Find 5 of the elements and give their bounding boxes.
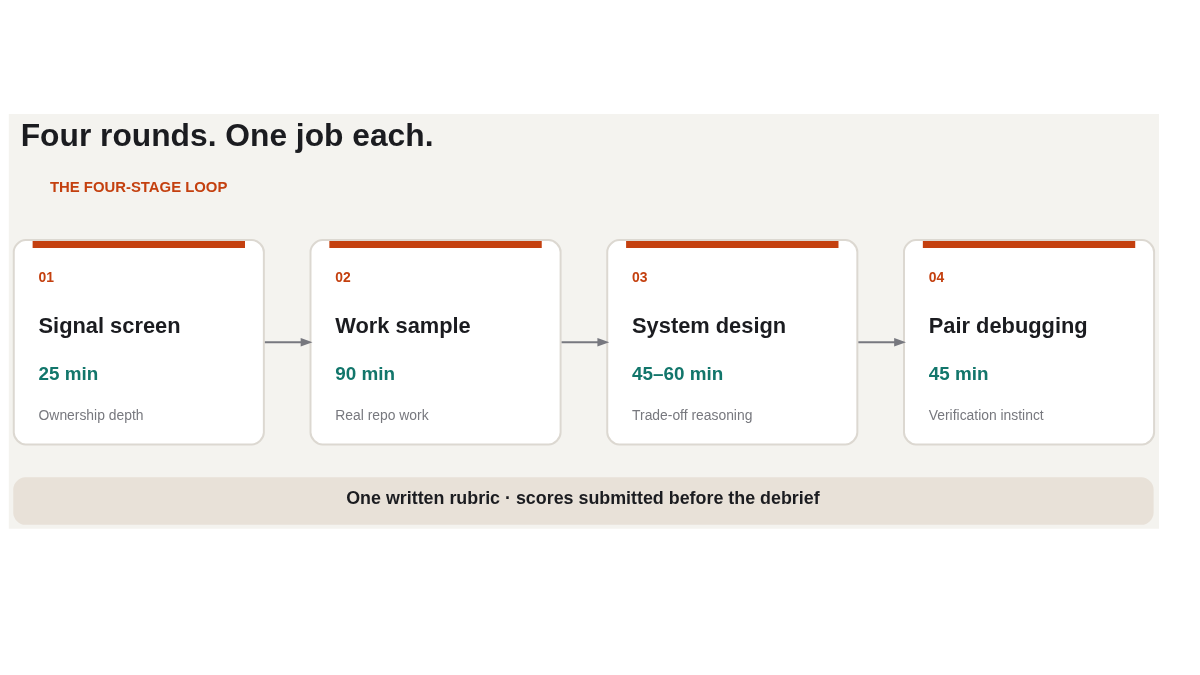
arrow [561,338,610,347]
label: THE FOUR-STAGE LOOP [49,178,228,195]
arrow [264,338,313,347]
diagram-title: Four rounds. One job each. [20,117,434,154]
arrow [858,338,906,347]
